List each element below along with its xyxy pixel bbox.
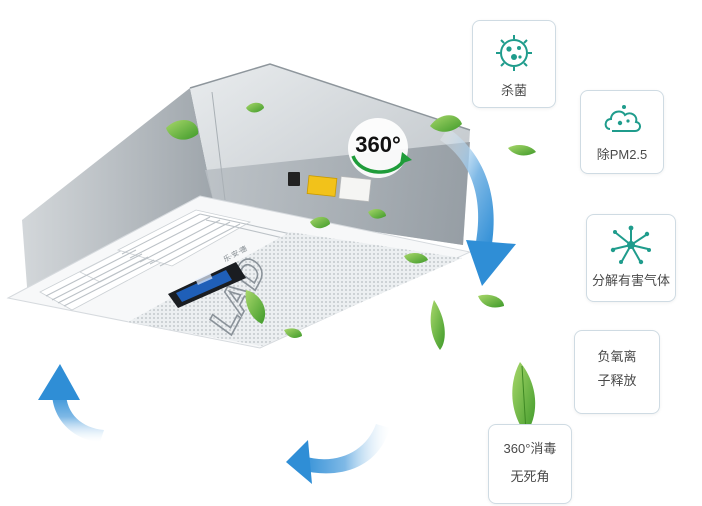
airflow-arrow-bottom [286, 424, 390, 484]
feature-card-sterilize: 杀菌 [472, 20, 556, 108]
intake-vent-left [39, 209, 252, 311]
airflow-arrow-left [38, 364, 104, 442]
leaf-2 [246, 102, 264, 113]
power-socket [288, 172, 300, 186]
warning-label [306, 175, 338, 197]
leaf-11 [284, 328, 302, 338]
leaf-3 [430, 115, 462, 132]
leaf-6 [368, 209, 386, 219]
spec-label [338, 176, 372, 202]
bacteria-icon [496, 35, 532, 71]
airflow-arrow-right [440, 128, 516, 286]
housing-left-wall [22, 88, 215, 300]
feature-label: 负氧离 [597, 349, 637, 364]
feature-label: 无死角 [510, 468, 550, 484]
ceiling-purifier-unit: LAD 乐·安·德 [6, 63, 472, 349]
feature-card-anion: 负氧离 子释放 [574, 330, 660, 414]
badge-text: 360° [355, 132, 401, 157]
feature-label: 除PM2.5 [596, 147, 648, 162]
leaf-9 [478, 294, 504, 308]
leaf-4 [508, 145, 536, 156]
leaf-1 [166, 120, 199, 140]
leaf-7 [404, 253, 428, 264]
feature-label: 360°消毒 [503, 441, 557, 456]
rotation-badge: 360° [348, 118, 412, 178]
housing-right-wall [205, 142, 470, 245]
feature-label: 分解有害气体 [591, 273, 670, 288]
feature-card-360-disinfect: 360°消毒 无死角 [488, 424, 572, 504]
feature-card-gas: 分解有害气体 [586, 214, 676, 302]
molecule-burst-icon [610, 225, 651, 265]
feature-label: 杀菌 [500, 83, 527, 98]
particle-cloud-icon [604, 105, 641, 132]
mesh-grille [128, 232, 462, 346]
leaf-10 [430, 300, 445, 350]
leaf-8 [245, 290, 266, 324]
leaf-5 [310, 216, 330, 229]
leaf-decorations [166, 102, 536, 434]
lcd-display [168, 262, 246, 308]
feature-card-pm25: 除PM2.5 [580, 90, 664, 174]
feature-label: 子释放 [597, 372, 637, 388]
